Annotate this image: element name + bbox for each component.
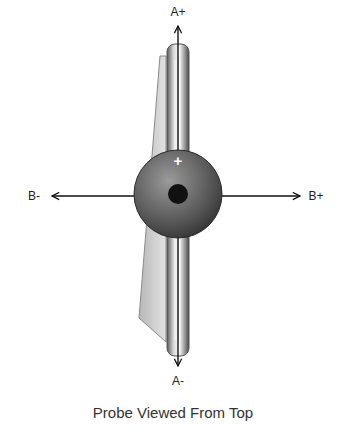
hub-center-dot <box>168 184 188 204</box>
polarity-sign: + <box>133 149 223 169</box>
figure-caption: Probe Viewed From Top <box>93 404 253 421</box>
probe-hub: + <box>133 149 223 239</box>
axis-label: B- <box>28 189 40 203</box>
axis-label: B+ <box>308 189 323 203</box>
axis-label: A+ <box>170 5 185 19</box>
hub-circle <box>134 150 222 238</box>
axis-label: A- <box>172 374 184 388</box>
